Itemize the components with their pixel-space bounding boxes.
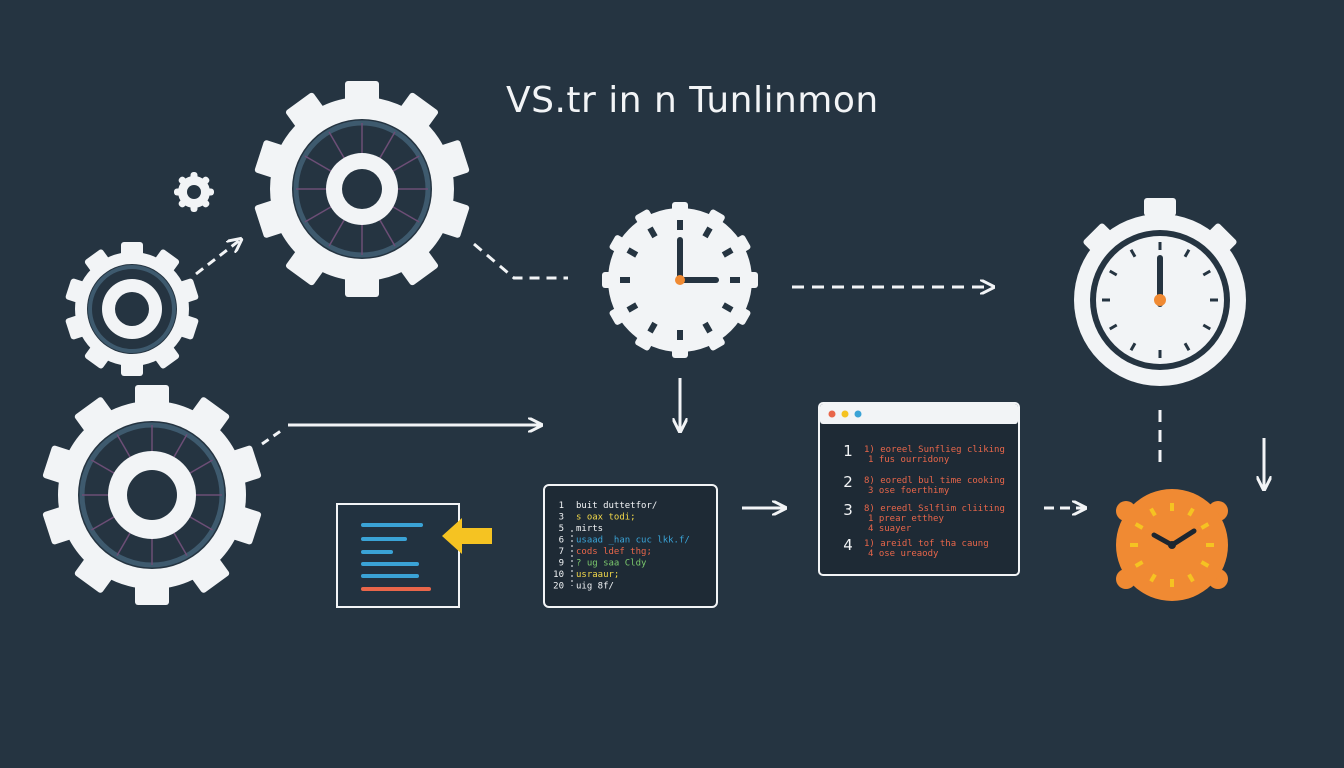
code-line-text: usraaur; <box>576 570 619 580</box>
clock-tick <box>1202 269 1211 277</box>
clock-tick <box>1134 522 1144 530</box>
gear-spoke <box>378 218 396 247</box>
gear-spoke <box>391 155 420 173</box>
list-item-number: 3 <box>843 501 853 519</box>
list-item-line: 8) ereedl Sslflim cliiting <box>864 504 1005 514</box>
gear-spoke <box>378 131 396 160</box>
list-item-line: 1 prear etthey <box>868 514 944 524</box>
clock-tick <box>1129 249 1137 258</box>
arrow-right-icon <box>261 426 286 446</box>
clock-tick <box>647 226 658 239</box>
clock-tick <box>1187 507 1195 517</box>
list-item-number: 1 <box>843 442 853 460</box>
code-line-text: uig 8f/ <box>576 582 614 592</box>
code-line-text: s oax todi; <box>576 513 636 523</box>
clock-tick <box>730 277 740 283</box>
code-line-text: cods ldef thg; <box>576 547 652 557</box>
alarm-clock-icon <box>1116 489 1228 601</box>
clock-tick <box>647 321 658 334</box>
code-line-number: 10 <box>553 570 564 580</box>
code-line-text: usaad _han cuc lkk.f/ <box>576 536 690 546</box>
gear-spoke <box>391 205 420 223</box>
code-window: 1 buit duttetfor/3 s oax todi; 5 mirts 6 us… <box>543 484 718 608</box>
clock-tick <box>702 226 713 239</box>
clock-tick <box>677 330 683 340</box>
code-line-number: 1 <box>559 501 564 511</box>
connectors <box>195 240 1264 508</box>
code-line-number: 7 <box>559 547 564 557</box>
clock-tick <box>1200 522 1210 530</box>
gear-icon <box>65 242 199 376</box>
clock-tick <box>677 220 683 230</box>
clock-tick <box>702 321 713 334</box>
clock-tick <box>1134 560 1144 568</box>
clock-tick <box>620 277 630 283</box>
code-line-number: 9 <box>559 559 564 569</box>
list-item-line: 3 ose foerthimy <box>868 486 950 496</box>
list-item-line: 4 ose ureaody <box>868 549 939 559</box>
code-line-number: 20 <box>553 582 564 592</box>
list-item-number: 2 <box>843 473 853 491</box>
clock-tick <box>1149 507 1157 517</box>
clock-tick <box>1183 249 1191 258</box>
list-item-line: 1 fus ourridony <box>868 455 950 465</box>
clock-tick <box>626 247 639 258</box>
document-panel <box>336 503 492 608</box>
list-item-line: 4 suayer <box>868 524 912 534</box>
arrow-right-icon <box>195 240 240 276</box>
code-line-number: 5 <box>559 524 564 534</box>
list-item-line: 1) areidl tof tha caung <box>864 539 989 549</box>
gear-icon <box>174 172 214 212</box>
code-line-text: buit duttetfor/ <box>576 501 657 511</box>
code-line-text: mirts <box>576 524 603 534</box>
clock-tick <box>1149 573 1157 583</box>
gear-icon <box>254 81 470 297</box>
clock-tick <box>1109 269 1118 277</box>
code-line-number: 6 <box>559 536 564 546</box>
clock-tick <box>1109 323 1118 331</box>
list-item-number: 4 <box>843 536 853 554</box>
code-line-number: 3 <box>559 513 564 523</box>
gear-icon <box>42 385 262 605</box>
gear-spoke <box>304 155 333 173</box>
list-item-line: 8) eoredl bul time cooking <box>864 476 1005 486</box>
gear-spoke <box>328 218 346 247</box>
code-line-text: ? ug saa Cldy <box>576 559 647 569</box>
clock-tick <box>626 302 639 313</box>
list-item-line: 1) eoreel Sunflieg cliking <box>864 445 1005 455</box>
gear-spoke <box>304 205 333 223</box>
arrow-left-icon <box>442 518 492 554</box>
clock-tick <box>1202 323 1211 331</box>
clock-tick <box>1187 573 1195 583</box>
clock-tick <box>1129 342 1137 351</box>
gear-spoke <box>328 131 346 160</box>
page-title: VS.tr in n Tunlinmon <box>506 80 879 121</box>
clock-tick <box>1200 560 1210 568</box>
arrow-right-icon <box>473 242 568 280</box>
clock-tick <box>721 247 734 258</box>
clock-tick <box>1183 342 1191 351</box>
stopwatch-icon <box>1074 198 1246 386</box>
clock-icon <box>602 202 758 358</box>
clock-tick <box>721 302 734 313</box>
